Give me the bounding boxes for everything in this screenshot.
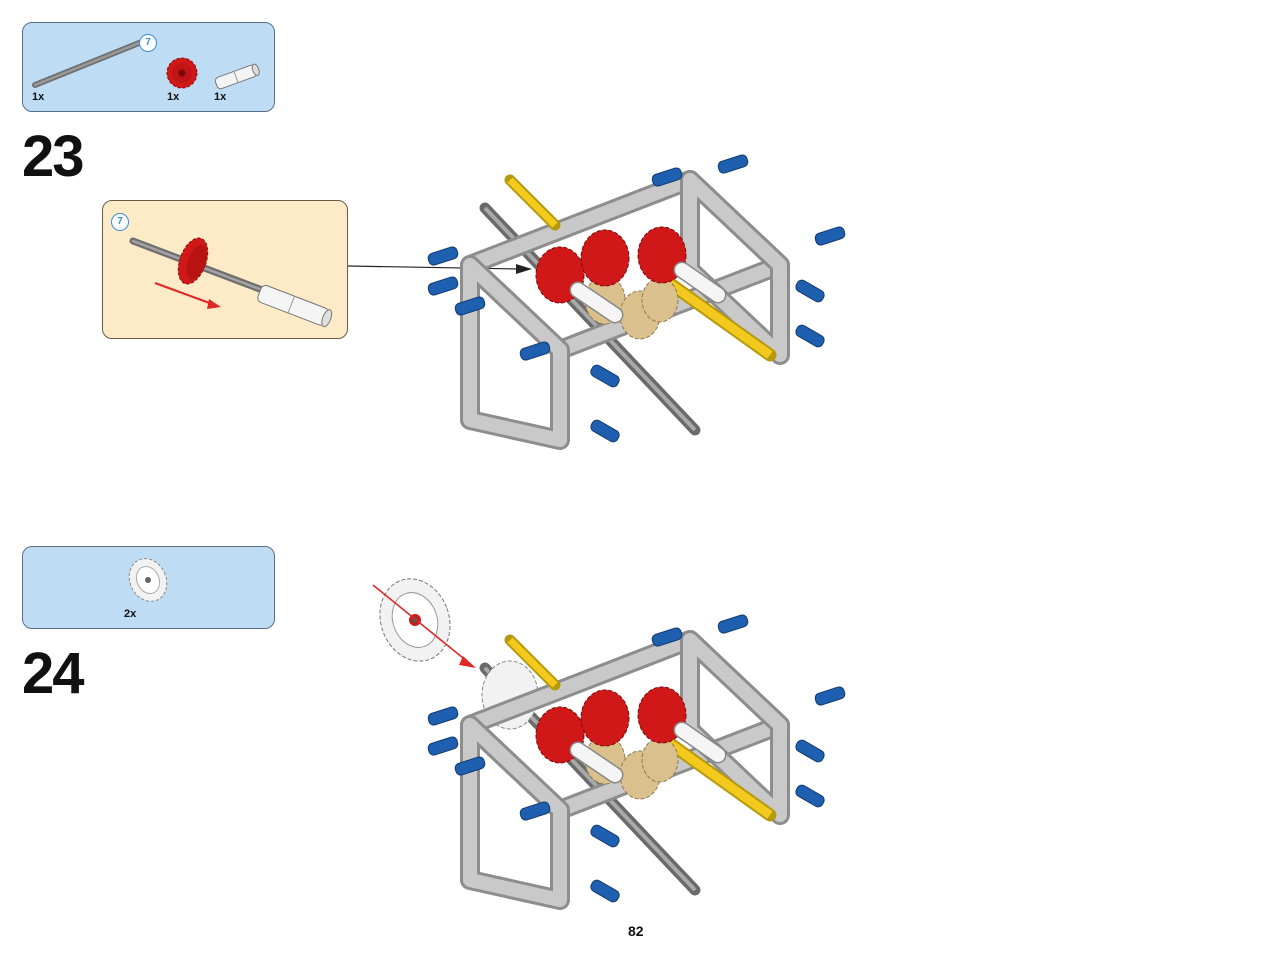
part-qty-white-gear: 2x bbox=[124, 608, 137, 620]
subassembly-axle-length-badge: 7 bbox=[111, 213, 129, 231]
step24-parts-box: 2x bbox=[22, 546, 275, 629]
subassembly-illustration bbox=[129, 237, 333, 328]
part-qty-red-gear: 1x bbox=[167, 91, 180, 103]
red-gear-part-icon bbox=[166, 57, 198, 89]
part-qty-axle-joiner: 1x bbox=[214, 91, 227, 103]
axle-length-badge: 7 bbox=[139, 34, 157, 52]
step-number-24: 24 bbox=[22, 641, 84, 706]
axle-joiner-part-icon bbox=[214, 63, 260, 90]
step23-parts-box: 7 1x 1x 1x bbox=[22, 22, 275, 112]
step-number-23: 23 bbox=[22, 124, 84, 189]
step23-assembly bbox=[347, 154, 846, 450]
step24-assembly bbox=[372, 578, 846, 910]
page-number: 82 bbox=[628, 923, 644, 939]
subassembly-callout: 7 bbox=[102, 200, 348, 339]
part-qty-axle: 1x bbox=[32, 91, 45, 103]
white-gear-part-icon bbox=[128, 558, 168, 602]
axle-part-icon bbox=[32, 40, 142, 88]
